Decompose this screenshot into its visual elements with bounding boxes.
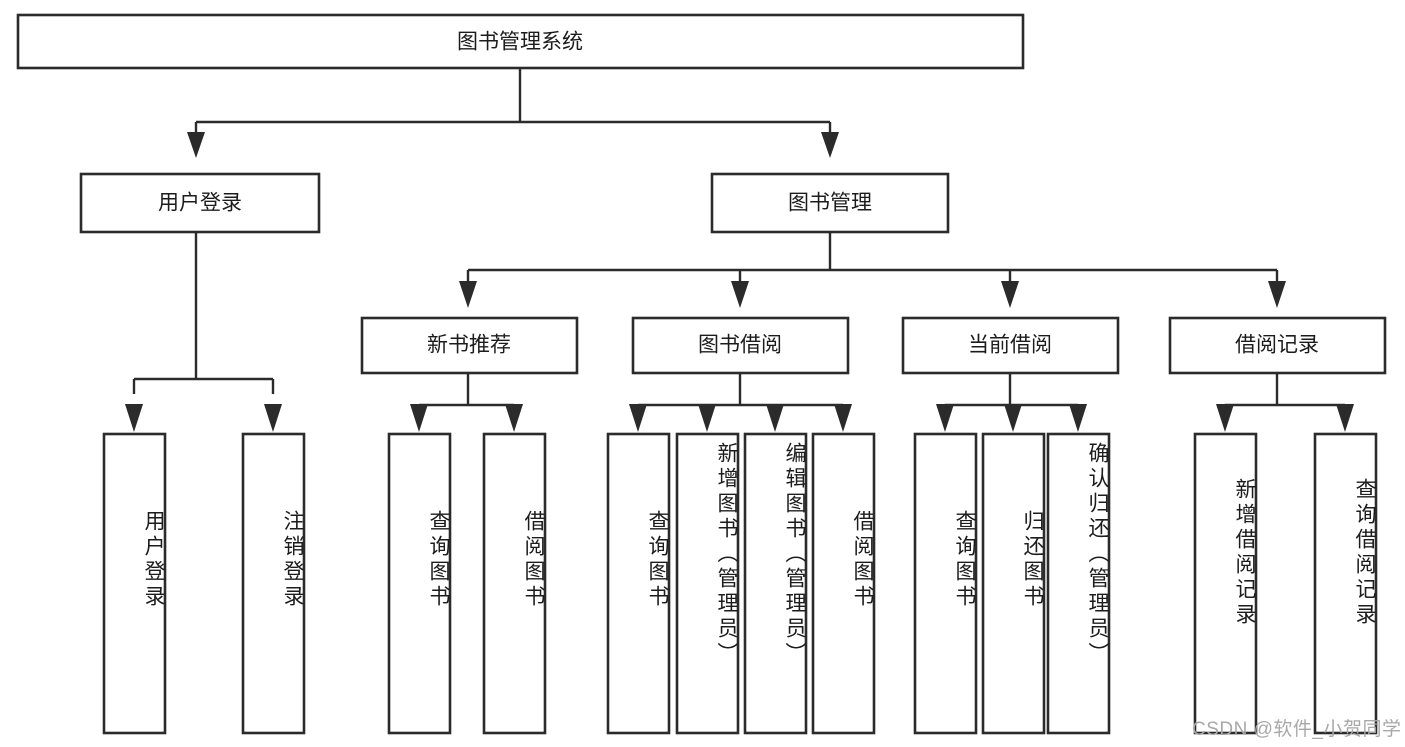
leaf-box-query-record[interactable] (1313, 432, 1378, 735)
arrow-head-leaf-query-book-2 (629, 404, 647, 432)
arrow-head-new-book-rec (459, 281, 477, 308)
node-user-login-box[interactable] (79, 172, 321, 234)
connectors-borrow-record-to-leaves (1216, 373, 1354, 432)
connectors-book-manage-to-level3 (459, 232, 1286, 308)
arrow-head-current-borrow (1001, 281, 1019, 308)
arrow-head-leaf-add-book (698, 404, 716, 432)
node-book-manage-label: 图书管理 (788, 192, 872, 215)
node-user-login[interactable]: 用户登录 (79, 172, 321, 234)
arrow-head-leaf-confirm-return (1069, 404, 1087, 432)
node-book-manage[interactable]: 图书管理 (710, 172, 950, 234)
node-current-borrow[interactable]: 当前借阅 (901, 316, 1120, 375)
node-borrow-record[interactable]: 借阅记录 (1168, 316, 1387, 375)
leaf-box-borrow-book-1[interactable] (482, 432, 547, 735)
node-root-box[interactable] (16, 13, 1025, 70)
arrow-head-leaf-return-book (1004, 404, 1022, 432)
node-borrow-record-label: 借阅记录 (1235, 334, 1319, 357)
leaf-box-query-book-1[interactable] (387, 432, 452, 735)
arrow-head-leaf-logout-login (264, 404, 282, 432)
connectors-root-to-level2 (187, 68, 839, 158)
arrow-head-book-manage (821, 132, 839, 158)
connectors-user-login-to-leaves (125, 232, 282, 432)
node-book-borrow-label: 图书借阅 (698, 334, 782, 357)
node-current-borrow-label: 当前借阅 (968, 334, 1052, 357)
arrow-head-book-borrow (731, 281, 749, 308)
arrow-head-leaf-borrow-book-2 (834, 404, 852, 432)
arrow-head-leaf-query-book-3 (936, 404, 954, 432)
connectors-new-book-rec-to-leaves (410, 373, 523, 432)
arrow-head-leaf-query-record (1336, 404, 1354, 432)
arrow-head-leaf-edit-book (766, 404, 784, 432)
leaf-box-return-book[interactable] (981, 432, 1046, 735)
arrow-head-user-login (187, 132, 205, 158)
leaf-box-logout-login[interactable] (241, 432, 306, 735)
node-root-label: 图书管理系统 (457, 31, 583, 54)
node-user-login-label: 用户登录 (158, 192, 242, 215)
arrow-head-leaf-add-record (1216, 404, 1234, 432)
connectors-book-borrow-to-leaves (629, 373, 852, 432)
arrow-head-borrow-record (1268, 281, 1286, 308)
leaf-box-query-book-3[interactable] (913, 432, 978, 735)
node-book-borrow[interactable]: 图书借阅 (631, 316, 850, 375)
node-book-manage-box[interactable] (710, 172, 950, 234)
node-new-book-rec[interactable]: 新书推荐 (360, 316, 579, 375)
leaf-box-confirm-return[interactable] (1046, 432, 1111, 735)
node-book-borrow-box[interactable] (631, 316, 850, 375)
arrow-head-leaf-user-login (125, 404, 143, 432)
leaf-box-add-record[interactable] (1193, 432, 1258, 735)
node-new-book-rec-label: 新书推荐 (427, 334, 511, 357)
arrow-head-leaf-query-book-1 (410, 404, 428, 432)
leaf-box-user-login[interactable] (102, 432, 167, 735)
node-current-borrow-box[interactable] (901, 316, 1120, 375)
connectors-current-borrow-to-leaves (936, 373, 1087, 432)
node-root[interactable]: 图书管理系统 (16, 13, 1025, 70)
node-borrow-record-box[interactable] (1168, 316, 1387, 375)
leaf-boxes (102, 432, 1378, 735)
csdn-watermark: CSDN @软件_小贺同学 (1192, 719, 1402, 740)
leaf-box-query-book-2[interactable] (606, 432, 671, 735)
node-new-book-rec-box[interactable] (360, 316, 579, 375)
arrow-head-leaf-borrow-book-1 (505, 404, 523, 432)
leaf-box-add-book[interactable] (675, 432, 740, 735)
leaf-box-edit-book[interactable] (743, 432, 808, 735)
leaf-box-borrow-book-2[interactable] (811, 432, 876, 735)
